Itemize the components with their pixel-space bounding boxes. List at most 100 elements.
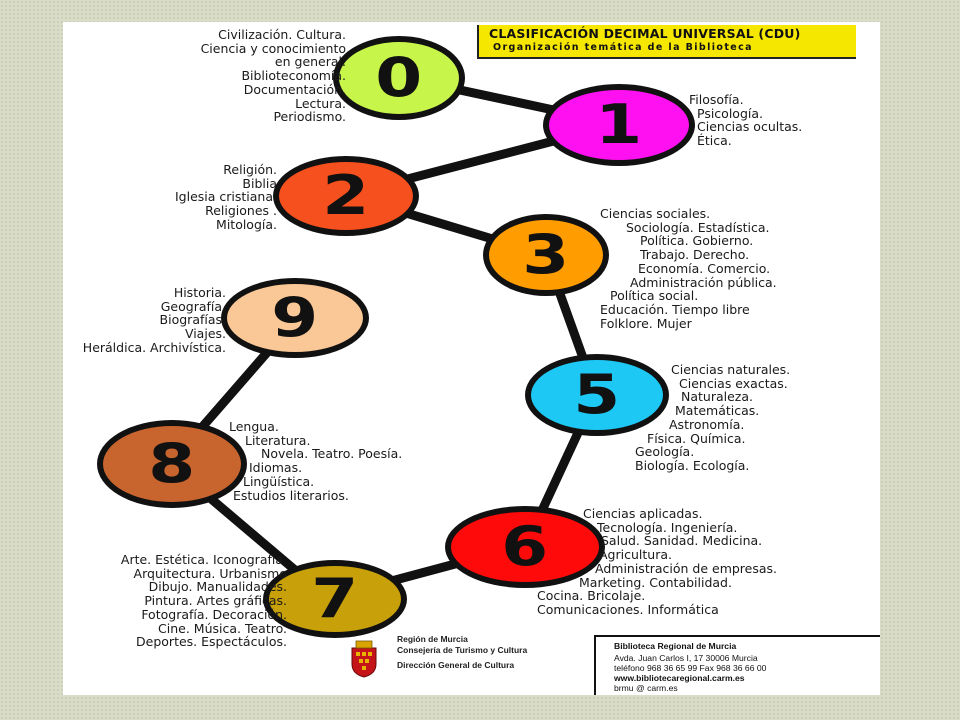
library-website: www.bibliotecaregional.carm.es <box>614 673 745 683</box>
topic: Física. Química. <box>647 430 746 446</box>
topic: Documentación. <box>243 81 346 97</box>
topic: Matemáticas. <box>675 403 760 419</box>
diagram-subtitle: Organización temática de la Biblioteca <box>493 42 753 53</box>
government-credit: Región de Murcia Consejería de Turismo y… <box>349 634 599 686</box>
topic: Sociología. Estadística. <box>626 219 770 235</box>
node-class-3: 3 <box>483 214 609 296</box>
topic: Comunicaciones. Informática <box>537 601 719 617</box>
topic: Astronomía. <box>669 416 745 432</box>
topic: Filosofía. <box>689 92 744 107</box>
topics-class-7: Arte. Estética. Iconografía. Arquitectur… <box>87 553 287 649</box>
topic: Biología. Ecología. <box>635 457 750 473</box>
topics-class-3: Ciencias sociales. Sociología. Estadísti… <box>600 207 777 330</box>
topic: Política social. <box>610 288 699 304</box>
library-contact: Biblioteca Regional de Murcia Avda. Juan… <box>614 641 766 693</box>
gov-ministry: Consejería de Turismo y Cultura <box>397 644 528 655</box>
node-class-2: 2 <box>273 156 419 236</box>
topics-class-0: Civilización. Cultura. Ciencia y conocim… <box>181 28 346 124</box>
topic: Administración pública. <box>630 274 777 290</box>
topic: Biblioteconomía. <box>241 68 346 84</box>
topics-class-8: Lengua. Literatura. Novela. Teatro. Poes… <box>229 420 402 502</box>
node-class-8: 8 <box>97 420 247 508</box>
topic: Economía. Comercio. <box>638 260 771 276</box>
topic: Salud. Sanidad. Medicina. <box>601 533 763 549</box>
topic: Marketing. Contabilidad. <box>579 574 732 590</box>
topic: Naturaleza. <box>681 389 753 405</box>
topic: Ciencias sociales. <box>600 206 711 221</box>
digit-7: 7 <box>311 567 359 630</box>
topic: Folklore. Mujer <box>600 315 692 331</box>
node-class-5: 5 <box>525 354 669 436</box>
digit-1: 1 <box>595 93 643 156</box>
topic: Religiones . <box>205 203 277 219</box>
topics-class-2: Religión. Biblia Iglesia cristiana. Reli… <box>143 163 277 232</box>
topic: Civilización. Cultura. <box>218 27 346 42</box>
topic: Pintura. Artes gráficas. <box>144 593 287 609</box>
topic: Ética. <box>697 133 732 149</box>
topic: Iglesia cristiana. <box>175 189 277 205</box>
topic: Ciencias naturales. <box>671 362 791 377</box>
topic: Mitología. <box>216 216 277 232</box>
node-class-9: 9 <box>221 278 369 358</box>
topic: Lectura. <box>295 95 346 111</box>
topic: Educación. Tiempo libre <box>600 301 750 317</box>
topic: Administración de empresas. <box>595 560 778 576</box>
topic: Lingüística. <box>243 473 315 489</box>
region-shield-icon <box>351 640 377 678</box>
library-address: Avda. Juan Carlos I, 17 30006 Murcia <box>614 653 758 663</box>
topics-class-5: Ciencias naturales. Ciencias exactas. Na… <box>635 363 790 473</box>
topic: Geografía. <box>160 298 226 314</box>
library-phone: teléfono 968 36 65 99 Fax 968 36 66 00 <box>614 663 767 673</box>
digit-2: 2 <box>322 164 370 227</box>
gov-directorate: Dirección General de Cultura <box>397 660 515 670</box>
topic: Ciencias ocultas. <box>697 119 803 135</box>
topic: Biblia <box>242 175 277 191</box>
topic: Novela. Teatro. Poesía. <box>261 446 403 462</box>
topic: Arquitectura. Urbanismo <box>133 565 287 581</box>
topic: Cocina. Bricolaje. <box>537 588 646 604</box>
topic: Psicología. <box>697 105 763 121</box>
title-box: CLASIFICACIÓN DECIMAL UNIVERSAL (CDU) Or… <box>477 25 856 59</box>
digit-9: 9 <box>271 286 319 349</box>
topic: Literatura. <box>245 432 311 448</box>
library-contact-box: Biblioteca Regional de Murcia Avda. Juan… <box>594 635 880 695</box>
topic: Historia. <box>173 285 226 300</box>
topic: Ciencia y conocimiento <box>200 40 346 56</box>
topic: Fotografía. Decoración. <box>141 606 287 622</box>
topic: Ciencias aplicadas. <box>583 506 703 521</box>
library-email: brmu @ carm.es <box>614 683 678 693</box>
topic: Trabajo. Derecho. <box>640 247 750 263</box>
node-class-0: 0 <box>333 36 465 120</box>
topic: Deportes. Espectáculos. <box>136 634 287 650</box>
topics-class-9: Historia. Geografía. Biografías. Viajes.… <box>63 286 226 355</box>
topic: Dibujo. Manualidades. <box>148 579 287 595</box>
topic: Periodismo. <box>273 109 346 125</box>
topic: Arte. Estética. Iconografía. <box>120 552 287 567</box>
topics-class-6: Ciencias aplicadas. Tecnología. Ingenier… <box>537 507 777 617</box>
digit-8: 8 <box>148 432 196 495</box>
topic: Cine. Música. Teatro. <box>158 620 287 636</box>
topic: Lengua. <box>229 419 279 434</box>
diagram-title: CLASIFICACIÓN DECIMAL UNIVERSAL (CDU) <box>489 26 801 41</box>
library-name: Biblioteca Regional de Murcia <box>614 641 737 651</box>
digit-0: 0 <box>375 46 423 109</box>
topic: Geología. <box>635 444 695 460</box>
digit-3: 3 <box>522 223 570 286</box>
topic: Política. Gobierno. <box>640 233 754 249</box>
digit-5: 5 <box>573 363 621 426</box>
cdu-diagram-panel: CLASIFICACIÓN DECIMAL UNIVERSAL (CDU) Or… <box>63 22 880 695</box>
topics-class-1: Filosofía. Psicología. Ciencias ocultas.… <box>689 93 802 148</box>
topic: Idiomas. <box>249 460 303 476</box>
topic: Religión. <box>223 162 277 177</box>
topic: Agricultura. <box>599 547 672 563</box>
gov-region: Región de Murcia <box>397 634 468 644</box>
topic: Ciencias exactas. <box>679 375 788 391</box>
digit-6: 6 <box>501 515 549 578</box>
topic: Viajes. <box>184 326 226 342</box>
topic: Heráldica. Archivística. <box>82 339 226 355</box>
node-class-7: 7 <box>263 560 407 638</box>
government-text: Región de Murcia Consejería de Turismo y… <box>397 634 527 671</box>
node-class-1: 1 <box>543 84 695 166</box>
topic: en general. <box>274 54 346 70</box>
topic: Biografías. <box>159 312 226 328</box>
